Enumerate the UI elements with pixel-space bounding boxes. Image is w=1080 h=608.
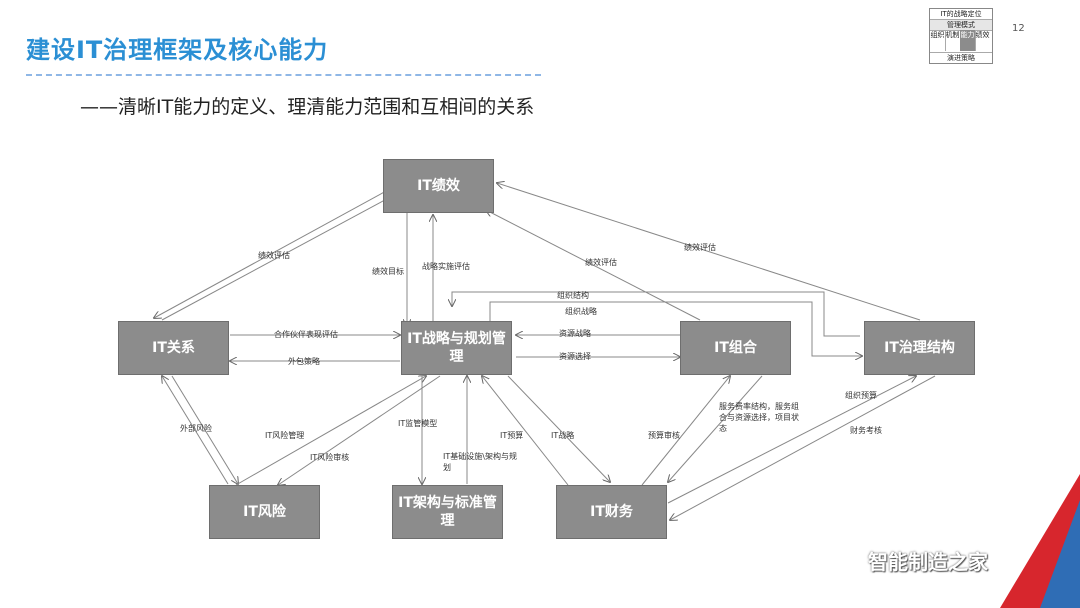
- node-it-finance: IT财务: [556, 485, 667, 539]
- edge-perf-rel-back: [161, 194, 396, 321]
- node-it-performance: IT绩效: [383, 159, 494, 213]
- edge-label: IT基础设施\架构与规划: [443, 452, 517, 472]
- edge-risk-rel: [162, 376, 229, 485]
- watermark-text: 智能制造之家: [868, 550, 988, 574]
- edge-label: 预算审核: [648, 431, 680, 440]
- legend-box: IT的战略定位 管理模式 组织 机制 能力 绩效 演进策略: [929, 8, 993, 64]
- legend-cell-highlight: 能力: [960, 30, 976, 51]
- slide-title: 建设IT治理框架及核心能力: [26, 36, 329, 64]
- edge-fin-strat-budget: [482, 376, 569, 486]
- edge-label: IT监管模型: [398, 419, 438, 428]
- edge-label: IT风险管理: [265, 431, 305, 440]
- page-number: 12: [1012, 23, 1025, 34]
- edge-gov-perf: [497, 183, 921, 321]
- edge-label: 外包策略: [288, 357, 320, 366]
- edge-risk-strat-mgmt: [235, 376, 426, 486]
- edge-label: 外部风险: [180, 424, 212, 433]
- legend-cell: 绩效: [975, 31, 990, 39]
- edge-label: 战略实施评估: [422, 262, 470, 271]
- edge-label: 资源战略: [559, 329, 591, 338]
- edge-label: 服务费率结构，服务组合与资源选择，项目状态: [719, 402, 799, 433]
- edge-perf-rel: [154, 189, 389, 318]
- node-it-governance-structure: IT治理结构: [864, 321, 975, 375]
- edge-label: 组织结构: [557, 291, 589, 300]
- edge-label: 组织战略: [565, 307, 597, 316]
- edge-strat-risk-audit: [278, 375, 441, 485]
- edge-rel-risk: [171, 375, 238, 484]
- node-it-strategy-planning: IT战略与规划管理: [401, 321, 512, 375]
- legend-top: IT的战略定位: [930, 9, 992, 20]
- title-rule: [26, 74, 541, 76]
- edge-label: IT预算: [500, 431, 524, 440]
- edge-gov-strat-orgstruct: [452, 291, 860, 337]
- node-it-architecture-standards: IT架构与标准管理: [392, 485, 503, 539]
- edge-fin-port-audit: [641, 376, 730, 486]
- edge-label: IT风险审核: [310, 453, 350, 462]
- edge-label: 资源选择: [559, 352, 591, 361]
- edge-port-fin-info: [668, 375, 763, 482]
- corner-blue-shape: [1040, 500, 1080, 608]
- node-it-portfolio: IT组合: [680, 321, 791, 375]
- legend-cell: 组织: [930, 30, 946, 51]
- edge-fin-gov-budget: [667, 376, 916, 504]
- edge-label: IT战略: [551, 431, 575, 440]
- watermark: 智能制造之家: [836, 546, 988, 575]
- edge-label: 绩效评估: [585, 258, 617, 267]
- edge-label: 财务考核: [850, 426, 882, 435]
- edge-label: 合作伙伴表现评估: [274, 330, 338, 339]
- legend-bottom: 演进策略: [930, 52, 992, 63]
- node-it-relationship: IT关系: [118, 321, 229, 375]
- slide-subtitle: ——清晰IT能力的定义、理清能力范围和互相间的关系: [80, 96, 535, 118]
- edge-label: 组织预算: [845, 391, 877, 400]
- edge-label: 绩效评估: [684, 243, 716, 252]
- edge-strat-fin-strategy: [507, 375, 610, 482]
- node-it-risk: IT风险: [209, 485, 320, 539]
- edge-label: 绩效评估: [258, 251, 290, 260]
- edge-label: 绩效目标: [372, 267, 404, 276]
- edge-strat-gov-orgstrat: [489, 301, 862, 356]
- edge-gov-fin-assess: [670, 375, 936, 520]
- wechat-icon: [836, 548, 862, 573]
